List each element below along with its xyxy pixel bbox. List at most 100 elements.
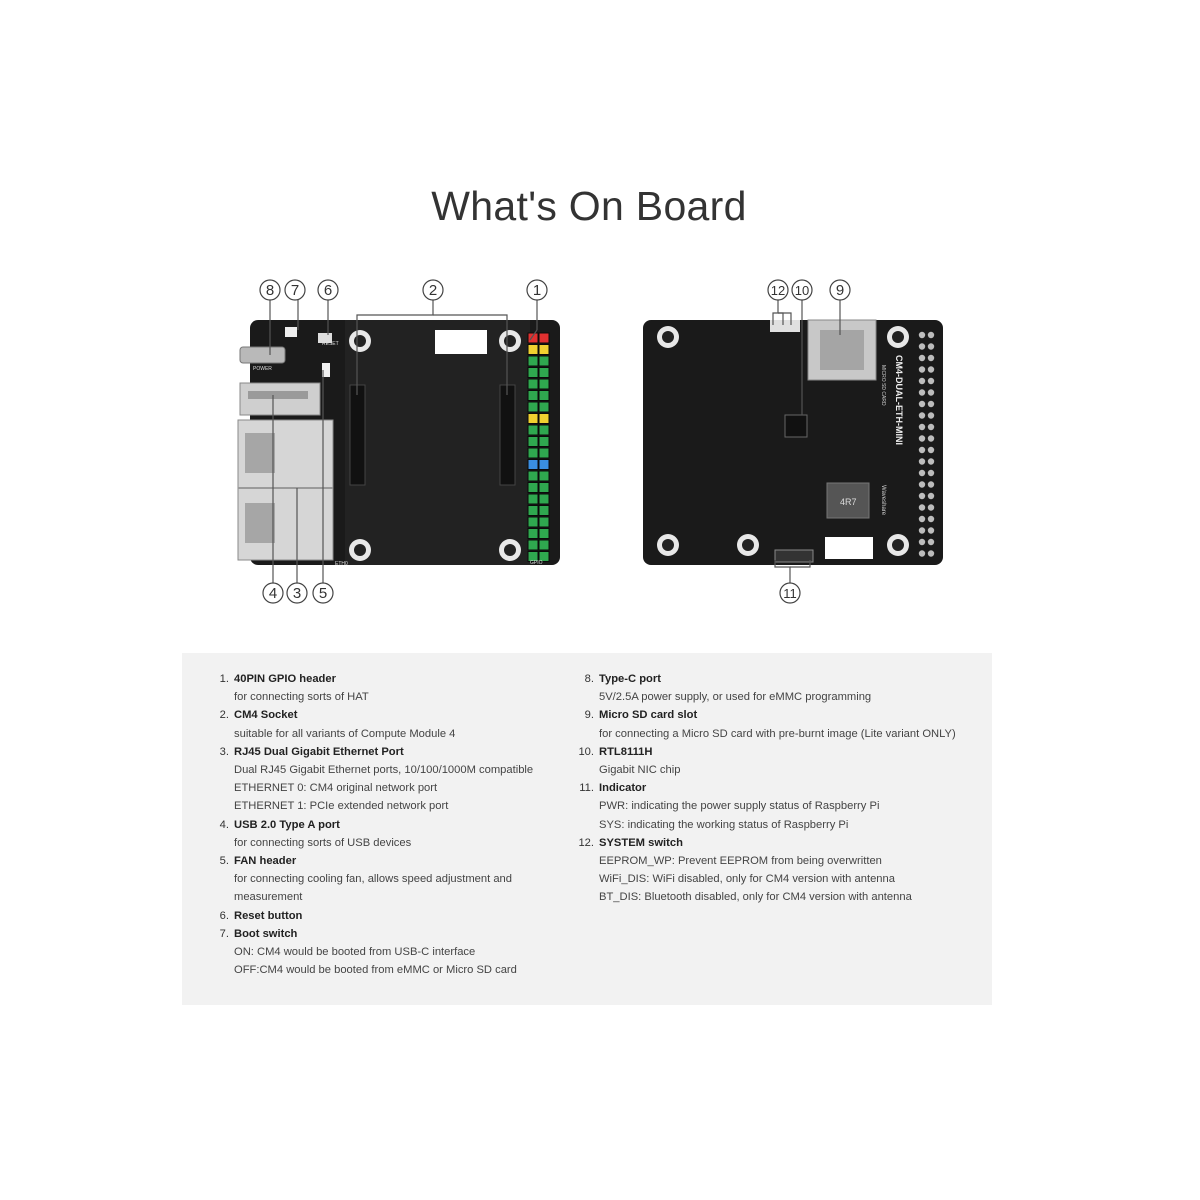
back-pin [927, 515, 935, 523]
gpio-pin [527, 332, 539, 344]
gpio-pin [538, 470, 550, 482]
feature-heading: CM4 Socket [234, 709, 298, 722]
gpio-pin [527, 516, 539, 528]
callout-number: 11 [783, 586, 797, 601]
feature-description: SYS: indicating the working status of Ra… [599, 818, 849, 831]
back-pin [927, 458, 935, 465]
gpio-pin [527, 424, 539, 436]
gpio-pin [538, 378, 550, 390]
back-pin [927, 354, 935, 362]
gpio-pin [527, 390, 539, 401]
feature-heading: USB 2.0 Type A port [234, 818, 340, 831]
board-name: CM4-DUAL-ETH-MINI [894, 355, 904, 445]
feature-heading: Boot switch [234, 927, 298, 940]
back-pin [918, 331, 926, 339]
silk-eth0: ETH0 [335, 561, 348, 567]
feature-number: 10. [578, 745, 594, 758]
feature-heading: SYSTEM switch [599, 836, 683, 849]
gpio-pin [538, 482, 550, 493]
inductor [826, 482, 870, 519]
feature-number: 8. [584, 673, 594, 685]
feature-heading: Micro SD card slot [599, 709, 698, 722]
feature-description: suitable for all variants of Compute Mod… [234, 727, 456, 740]
callout-number: 2 [429, 282, 437, 299]
feature-description: WiFi_DIS: WiFi disabled, only for CM4 ve… [599, 873, 895, 886]
callout-number: 5 [319, 585, 327, 602]
back-pin [927, 366, 935, 373]
back-pin [927, 343, 935, 350]
back-pin [927, 504, 935, 511]
rtl8111h-chip [784, 414, 808, 438]
callout-number: 6 [324, 282, 332, 299]
feature-heading: RTL8111H [599, 745, 653, 758]
cm4-socket [345, 320, 530, 565]
callout-circle [286, 582, 308, 604]
gpio-pin [538, 447, 550, 459]
gpio-pin [538, 436, 550, 447]
back-pin [927, 446, 935, 454]
feature-item: 4. USB 2.0 Type A port for connecting sort… [202, 816, 552, 852]
back-pin [918, 423, 926, 431]
gpio-pin [527, 401, 539, 413]
feature-number: 4. [219, 818, 229, 831]
feature-description: Gigabit NIC chip [599, 764, 681, 777]
gpio-pin [527, 539, 539, 551]
gpio-pin [538, 528, 550, 539]
callout-number: 12 [771, 283, 785, 298]
front-board: POWER RESET GPIO ETH0 [237, 320, 560, 567]
silk-power: POWER [253, 366, 272, 372]
callout-number: 4 [269, 585, 277, 602]
back-pin [918, 481, 926, 488]
back-pin [918, 538, 926, 546]
feature-description: 5V/2.5A power supply, or used for eMMC p… [599, 691, 872, 704]
silk-reset: RESET [322, 341, 339, 347]
feature-number: 11. [579, 782, 594, 795]
silk-sd: MICRO SD CARD [880, 365, 886, 406]
feature-number: 3. [219, 745, 229, 758]
back-pin [918, 504, 926, 511]
gpio-pin [527, 528, 539, 539]
back-pin [927, 538, 935, 546]
gpio-pin [538, 413, 550, 424]
brand-silk: Waveshare [880, 485, 886, 516]
inductor-label: 4R7 [840, 497, 857, 507]
feature-heading: Reset button [234, 909, 303, 922]
silk-gpio: GPIO [530, 560, 543, 566]
gpio-pin [538, 390, 550, 401]
callout-circle [767, 279, 789, 301]
callout-number: 1 [533, 282, 541, 299]
back-pin [918, 458, 926, 465]
feature-heading: FAN header [234, 855, 297, 868]
gpio-header [527, 332, 550, 562]
back-pin [927, 331, 935, 339]
gpio-pin [538, 332, 550, 344]
back-pin [927, 492, 935, 500]
feature-description: for connecting a Micro SD card with pre-… [599, 727, 956, 740]
back-pin [918, 469, 926, 477]
gpio-pin [527, 367, 539, 378]
back-pin [918, 515, 926, 523]
back-pin [927, 423, 935, 431]
indicator-leds [774, 549, 814, 563]
feature-description: for connecting sorts of USB devices [234, 836, 412, 849]
callout-circle [259, 279, 281, 301]
callout-circle [779, 582, 801, 604]
type-c-port [239, 346, 286, 364]
feature-description: Dual RJ45 Gigabit Ethernet ports, 10/100… [234, 764, 534, 777]
back-pin [927, 412, 935, 419]
feature-heading: RJ45 Dual Gigabit Ethernet Port [234, 745, 404, 758]
callout-number: 3 [293, 585, 301, 602]
callout-number: 10 [795, 283, 809, 298]
gpio-pin [527, 344, 539, 355]
callout-number: 7 [291, 282, 299, 299]
gpio-pin [538, 493, 550, 505]
back-pin [927, 527, 935, 534]
feature-number: 7. [219, 927, 229, 940]
back-pin [927, 377, 935, 385]
callout-number: 9 [836, 282, 844, 299]
leader-lines [269, 300, 841, 583]
